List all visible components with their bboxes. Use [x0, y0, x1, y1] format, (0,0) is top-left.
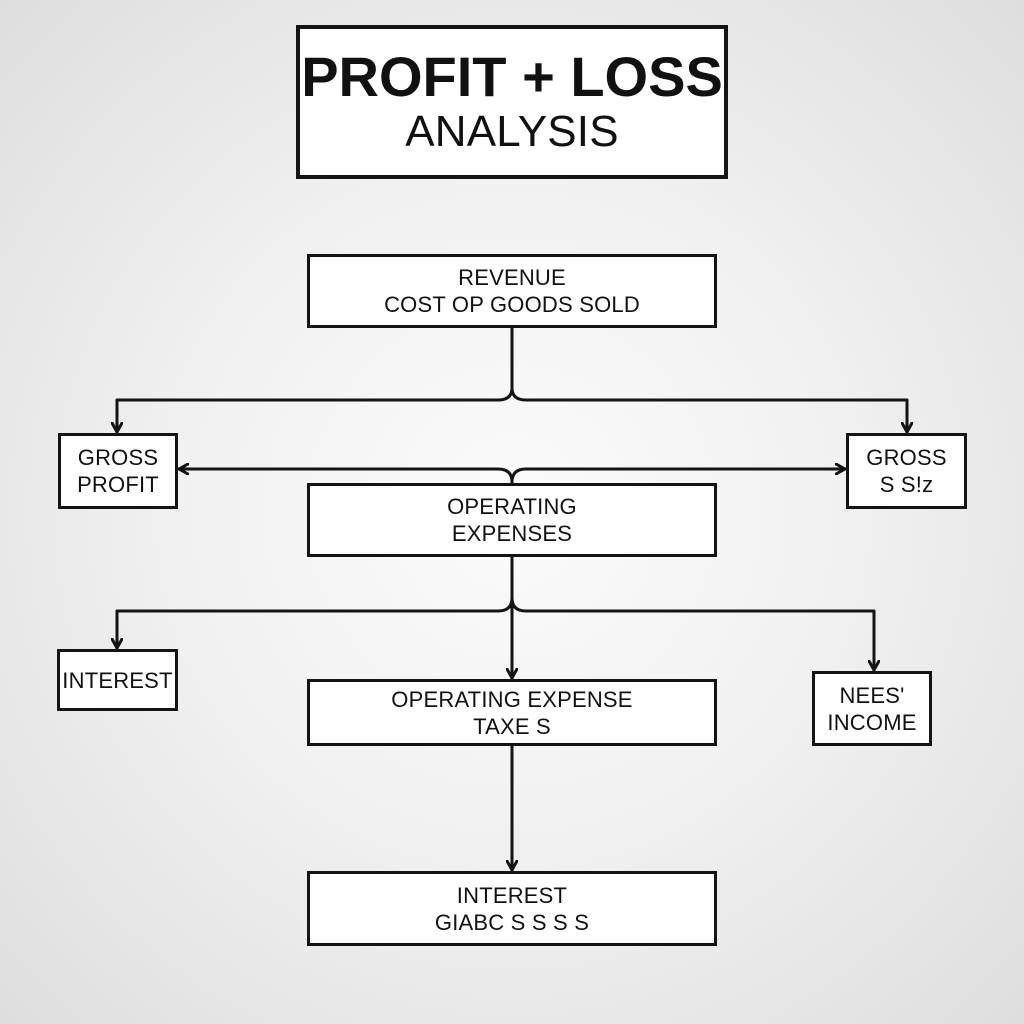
node-interest-bottom-line-1: INTEREST: [456, 882, 568, 908]
node-operating-expense-taxes-line-2: TAXE S: [473, 713, 551, 739]
node-operating-expense-taxes-line-1: OPERATING EXPENSE: [391, 686, 633, 712]
node-revenue-label: REVENUE: [458, 265, 566, 290]
title-line-1: PROFIT + LOSS: [301, 45, 723, 108]
node-gross-profit-left-line-2: PROFIT: [77, 472, 159, 497]
node-gross-right-line-1: GROSS: [866, 445, 947, 470]
title-box: PROFIT + LOSS ANALYSIS: [296, 25, 728, 179]
node-cogs-label: COST OP GOODS SOLD: [384, 292, 640, 317]
node-net-income: NEES' INCOME: [812, 671, 932, 746]
connector-opex-to-gross-left: [177, 469, 514, 484]
title-line-2: ANALYSIS: [405, 107, 619, 156]
node-interest-bottom-line-2: GIABC S S S S: [434, 909, 590, 935]
node-gross-profit-left: GROSS PROFIT: [58, 433, 178, 509]
connector-opex-to-gross-right: [510, 469, 847, 484]
node-revenue-cogs: REVENUE COST OP GOODS SOLD: [307, 254, 717, 328]
node-interest-left-label: INTEREST: [62, 667, 173, 693]
node-interest-bottom: INTEREST GIABC S S S S: [307, 871, 717, 946]
node-operating-expenses: OPERATING EXPENSES: [307, 483, 717, 557]
connector-revenue-to-gross-left: [117, 386, 514, 434]
node-gross-right: GROSS S S!z: [846, 433, 967, 509]
connector-revenue-to-gross-right: [510, 386, 907, 434]
node-gross-profit-left-line-1: GROSS: [77, 445, 159, 470]
node-gross-right-line-2: S S!z: [879, 472, 934, 497]
node-net-income-line-2: INCOME: [827, 709, 917, 735]
connector-opex-to-interest-left: [117, 596, 514, 650]
node-interest-left: INTEREST: [57, 649, 178, 711]
node-operating-expenses-line-1: OPERATING: [447, 494, 577, 519]
node-operating-expenses-line-2: EXPENSES: [451, 521, 573, 546]
node-net-income-line-1: NEES': [839, 682, 905, 708]
node-operating-expense-taxes: OPERATING EXPENSE TAXE S: [307, 679, 717, 746]
connector-opex-to-net-income: [510, 596, 874, 672]
